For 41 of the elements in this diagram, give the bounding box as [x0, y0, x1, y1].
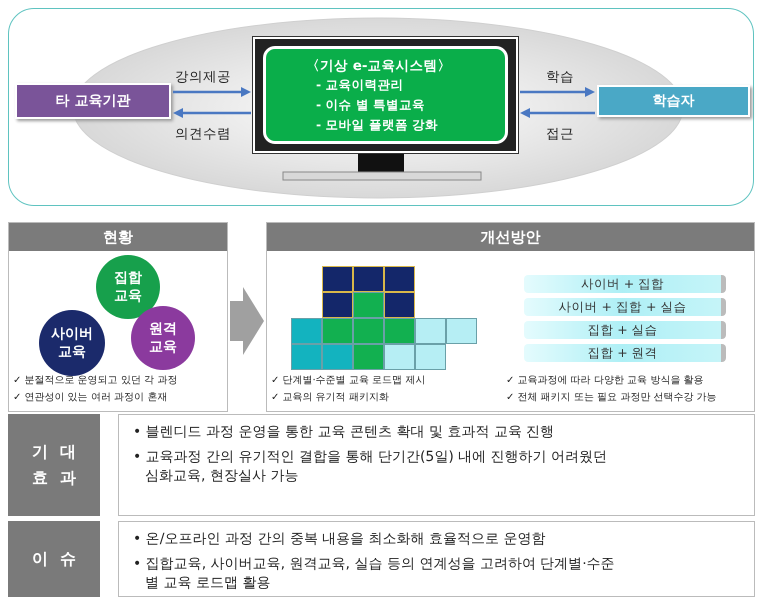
panel-header: 개선방안: [267, 223, 754, 251]
combination-bar: 사이버 + 집합 + 실습: [524, 298, 726, 316]
edge-label: 강의제공: [175, 68, 231, 86]
combination-bar: 집합 + 실습: [524, 321, 726, 339]
arrow: [173, 87, 251, 97]
chevron-arrow: [230, 287, 264, 355]
combination-bar: 집합 + 원격: [524, 344, 726, 362]
note-text: ✓ 교육과정에 따라 다양한 교육 방식을 활용: [506, 374, 704, 387]
panel: [266, 222, 755, 412]
list-item: - 교육이력관리: [316, 77, 404, 94]
panel: [8, 222, 228, 412]
category-circle: 사이버 교육: [39, 310, 105, 376]
row-header: 기 대 효 과: [8, 414, 100, 516]
list-item: - 모바일 플랫폼 강화: [316, 117, 438, 134]
edge-label: 학습: [546, 68, 574, 86]
arrow: [520, 87, 595, 97]
note-text: ✓ 교육의 유기적 패키지화: [271, 391, 389, 404]
category-circle: 원격 교육: [131, 306, 195, 370]
note-text: ✓ 단계별·수준별 교육 로드맵 제시: [271, 374, 426, 387]
bullet-text: • 집합교육, 사이버교육, 원격교육, 실습 등의 연계성을 고려하여 단계별·수준별 교육 로드맵 활용: [133, 555, 616, 593]
bullet-text: • 교육과정 간의 유기적인 결합을 통해 단기간(5일) 내에 진행하기 어려웠던 심화교육, 현장실사 가능: [133, 448, 608, 486]
note-text: ✓ 연관성이 있는 여러 과정이 혼재: [13, 391, 168, 404]
arrow: [173, 108, 251, 118]
entity-box: 타 교육기관: [15, 83, 171, 119]
content-box: [118, 414, 755, 516]
screen-title: 〈기상 e-교육시스템〉: [306, 57, 452, 75]
combination-bar: 사이버 + 집합: [524, 275, 726, 293]
row-header: 이 슈: [8, 521, 100, 597]
panel-header: 현황: [9, 223, 227, 251]
bullet-text: • 온/오프라인 과정 간의 중복 내용을 최소화해 효율적으로 운영함: [133, 530, 547, 549]
bullet-text: • 블렌디드 과정 운영을 통한 교육 콘텐츠 확대 및 효과적 교육 진행: [133, 423, 556, 442]
list-item: - 이슈 별 특별교육: [316, 97, 426, 114]
note-text: ✓ 분절적으로 운영되고 있던 각 과정: [13, 374, 178, 387]
edge-label: 의견수렴: [175, 125, 231, 143]
note-text: ✓ 전체 패키지 또는 필요 과정만 선택수강 가능: [506, 391, 717, 404]
monitor-screen: [253, 37, 518, 153]
edge-label: 접근: [546, 125, 574, 143]
entity-box: 학습자: [597, 85, 750, 117]
arrow: [520, 108, 595, 118]
content-box: [118, 521, 755, 597]
category-circle: 집합 교육: [96, 255, 160, 319]
